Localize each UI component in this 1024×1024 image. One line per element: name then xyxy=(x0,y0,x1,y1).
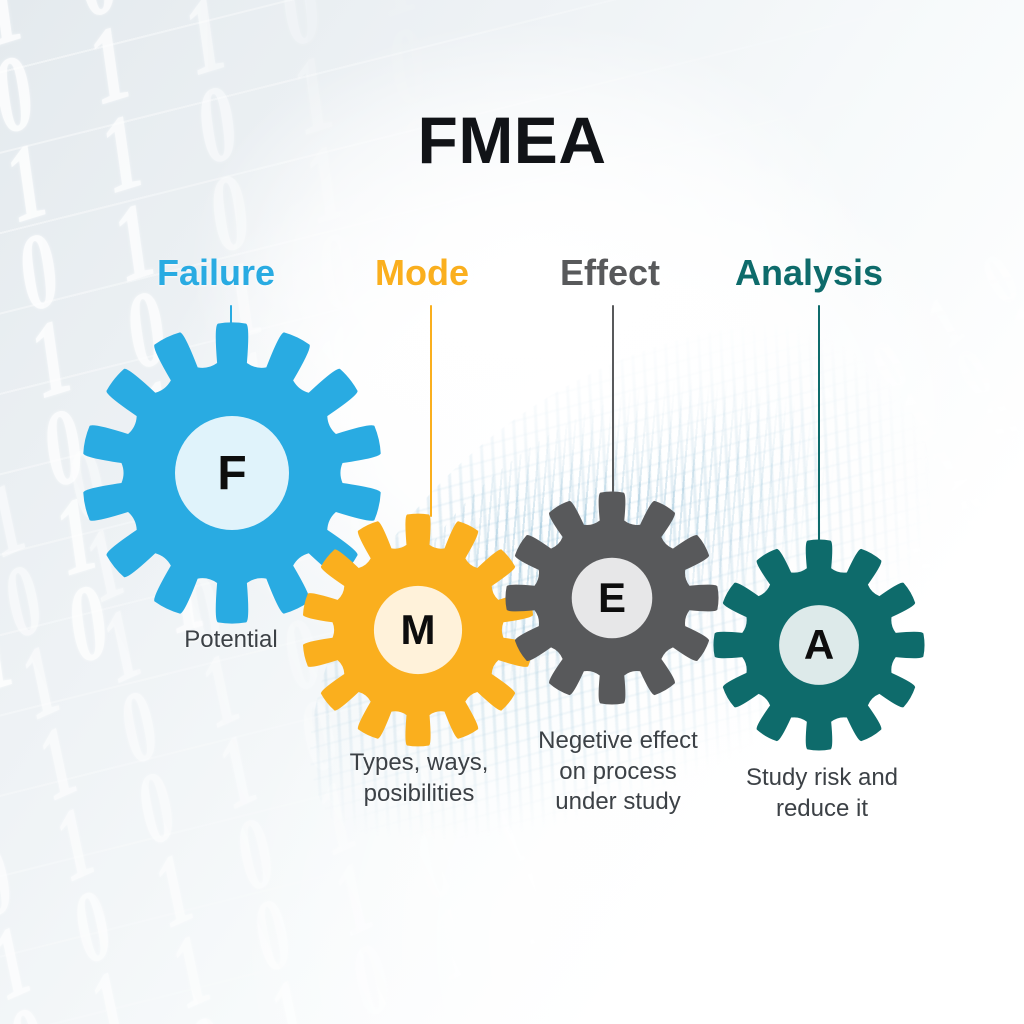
gear-effect[interactable]: E xyxy=(505,491,719,705)
caption-effect: Negetive effect on process under study xyxy=(538,727,698,816)
caption-mode: Types, ways, posibilities xyxy=(349,749,489,807)
connector-line-effect xyxy=(612,305,614,492)
connector-line-mode xyxy=(430,305,432,517)
gear-icon-failure xyxy=(83,322,381,624)
keyword-label-analysis: Analysis xyxy=(735,252,884,293)
caption-analysis: Study risk and reduce it xyxy=(745,764,899,822)
gear-icon-mode xyxy=(302,513,534,747)
page-title: FMEA xyxy=(417,103,607,177)
keyword-label-effect: Effect xyxy=(560,252,661,293)
gear-analysis[interactable]: A xyxy=(713,539,925,751)
keyword-label-mode: Mode xyxy=(375,252,469,293)
gear-icon-analysis xyxy=(713,539,925,751)
connector-line-analysis xyxy=(818,305,820,542)
keyword-label-failure: Failure xyxy=(157,252,276,293)
gear-icon-effect xyxy=(505,491,719,705)
caption-failure: Potential xyxy=(184,626,278,653)
connector-line-failure xyxy=(230,305,232,335)
